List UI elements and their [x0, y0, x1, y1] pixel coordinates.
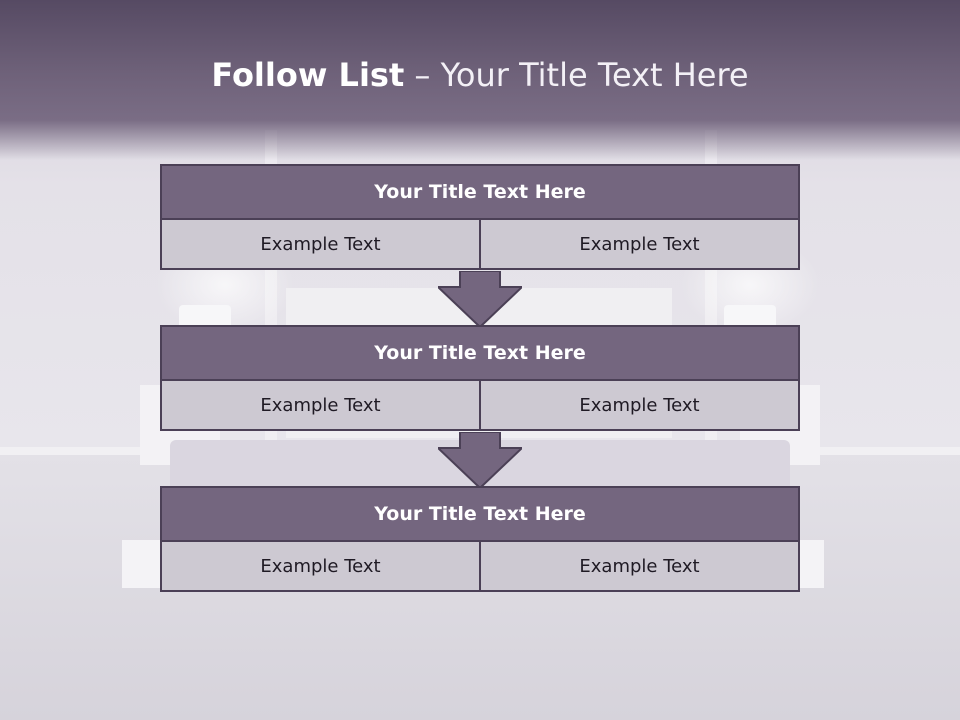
arrow-down-icon	[438, 432, 522, 490]
slide-title-bold: Follow List	[211, 56, 405, 94]
slide-title-rest: – Your Title Text Here	[414, 56, 749, 94]
header-band	[0, 0, 960, 160]
arrow-down-icon	[438, 271, 522, 329]
step-title: Your Title Text Here	[160, 164, 800, 220]
step-title: Your Title Text Here	[160, 325, 800, 381]
slide-title: Follow List – Your Title Text Here	[0, 56, 960, 94]
step-cell-left: Example Text	[160, 381, 481, 431]
step-cell-right: Example Text	[481, 542, 800, 592]
step-row: Example Text Example Text	[160, 542, 800, 592]
step-cell-right: Example Text	[481, 220, 800, 270]
step-2: Your Title Text Here Example Text Exampl…	[160, 325, 800, 431]
step-row: Example Text Example Text	[160, 220, 800, 270]
step-cell-left: Example Text	[160, 542, 481, 592]
step-title: Your Title Text Here	[160, 486, 800, 542]
step-cell-left: Example Text	[160, 220, 481, 270]
step-1: Your Title Text Here Example Text Exampl…	[160, 164, 800, 270]
step-row: Example Text Example Text	[160, 381, 800, 431]
step-cell-right: Example Text	[481, 381, 800, 431]
step-3: Your Title Text Here Example Text Exampl…	[160, 486, 800, 592]
